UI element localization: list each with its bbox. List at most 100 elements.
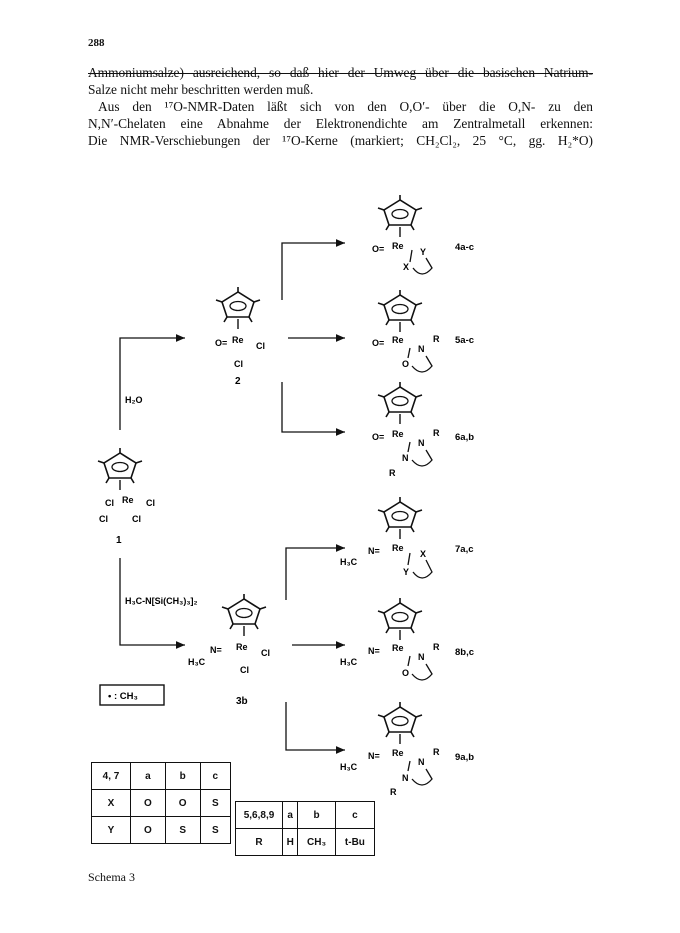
atom-h3c: H₃C [188, 657, 206, 667]
atom-x: X [403, 262, 409, 272]
atom-re: Re [392, 241, 404, 251]
table-cell: S [164, 816, 201, 844]
atom-cl: Cl [99, 514, 108, 524]
figure-caption: Schema 3 [88, 870, 135, 884]
reagent-water: H₂O [125, 395, 143, 405]
atom-cl: Cl [146, 498, 155, 508]
atom-o: O [402, 668, 409, 678]
product-label: 9a,b [455, 752, 474, 763]
atom-n: N [418, 438, 425, 448]
table-cell: X [91, 789, 131, 817]
text-line: Die NMR-Verschiebungen der ¹⁷O-Kerne (ma… [88, 133, 593, 148]
product-8: H₃C N= Re N R O 8b,c [340, 597, 474, 681]
product-label: 7a,c [455, 544, 474, 555]
atom-n: N [402, 453, 409, 463]
compound-label: 2 [235, 376, 241, 387]
atom-re: Re [392, 643, 404, 653]
atom-re: Re [232, 335, 244, 345]
atom-x: X [420, 549, 426, 559]
compound-label: 3b [236, 696, 248, 707]
compound-1: Cl Re Cl Cl Cl 1 [97, 447, 155, 546]
atom-n: N [418, 344, 425, 354]
table-cell: Y [91, 816, 131, 844]
atom-cl: Cl [132, 514, 141, 524]
atom-r: R [389, 468, 396, 478]
atom-re: Re [392, 335, 404, 345]
product-label: 8b,c [455, 647, 474, 658]
table-cell: R [235, 828, 283, 856]
atom-o: O= [372, 338, 384, 348]
table-cell: b [164, 762, 201, 790]
atom-cl: Cl [256, 341, 265, 351]
atom-h3c: H₃C [340, 657, 358, 667]
page-number: 288 [88, 37, 105, 49]
product-7: H₃C N= Re X Y 7a,c [340, 496, 474, 579]
atom-n: N= [368, 751, 380, 761]
table-cell: H [281, 828, 299, 856]
product-9: H₃C N= Re N R N R 9a,b [340, 701, 474, 797]
legend-text: • : CH₃ [108, 691, 138, 702]
atom-o: O= [372, 244, 384, 254]
product-6: O= Re N R N R 6a,b [372, 381, 474, 478]
legend-box: • : CH₃ [99, 684, 165, 706]
compound-3b: H₃C N= Re Cl Cl 3b [188, 593, 270, 707]
body-text: Ammoniumsalze) ausreichend, so daß hier … [88, 64, 593, 149]
atom-r: R [433, 642, 440, 652]
atom-y: Y [420, 247, 426, 257]
product-5: O= Re N R O 5a-c [372, 289, 474, 373]
atom-n: N= [368, 546, 380, 556]
atom-re: Re [392, 543, 404, 553]
table-cell: c [199, 762, 232, 790]
substituent-table-xy: 4, 7 a b c X O O S Y O S S [91, 762, 232, 844]
text-line: Salze nicht mehr beschritten werden muß. [88, 82, 314, 97]
compound-label: 1 [116, 535, 122, 546]
atom-cl: Cl [105, 498, 114, 508]
table-cell: O [130, 789, 166, 817]
atom-n: N [418, 652, 425, 662]
atom-re: Re [392, 429, 404, 439]
atom-n: N= [368, 646, 380, 656]
compound-2: O= Re Cl Cl 2 [215, 286, 265, 387]
table-cell: a [281, 801, 299, 829]
atom-n: N [418, 757, 425, 767]
atom-o: O [402, 359, 409, 369]
text-line: N,N′-Chelaten eine Abnahme der Elektrone… [88, 116, 593, 131]
atom-h3c: H₃C [340, 762, 358, 772]
table-row: R H CH₃ t-Bu [235, 828, 376, 856]
atom-o: O= [215, 338, 227, 348]
table-cell: S [199, 816, 232, 844]
table-cell: b [297, 801, 336, 829]
atom-h3c: H₃C [340, 557, 358, 567]
text-line: Aus den ¹⁷O-NMR-Daten läßt sich von den … [98, 99, 593, 114]
product-4: O= Re Y X 4a-c [372, 194, 474, 275]
table-row: X O O S [91, 789, 232, 817]
table-cell: a [130, 762, 166, 790]
atom-re: Re [392, 748, 404, 758]
table-cell: O [164, 789, 201, 817]
atom-y: Y [403, 567, 409, 577]
atom-re: Re [236, 642, 248, 652]
atom-cl: Cl [261, 648, 270, 658]
table-cell: t-Bu [334, 828, 376, 856]
substituent-table-r: 5,6,8,9 a b c R H CH₃ t-Bu [235, 801, 376, 856]
atom-r: R [433, 428, 440, 438]
atom-r: R [433, 747, 440, 757]
table-row: Y O S S [91, 816, 232, 844]
atom-n: N= [210, 645, 222, 655]
atom-re: Re [122, 495, 134, 505]
table-cell: 4, 7 [91, 762, 131, 790]
atom-r: R [433, 334, 440, 344]
atom-cl: Cl [234, 359, 243, 369]
atom-n: N [402, 773, 409, 783]
product-label: 6a,b [455, 432, 474, 443]
atom-r: R [390, 787, 397, 797]
table-cell: S [199, 789, 232, 817]
table-cell: O [130, 816, 166, 844]
reagent-amine: H₃C-N[Si(CH₃)₃]₂ [125, 596, 197, 606]
table-row: 5,6,8,9 a b c [235, 801, 376, 829]
atom-cl: Cl [240, 665, 249, 675]
table-cell: 5,6,8,9 [235, 801, 283, 829]
table-cell: c [334, 801, 376, 829]
product-label: 5a-c [455, 335, 474, 346]
